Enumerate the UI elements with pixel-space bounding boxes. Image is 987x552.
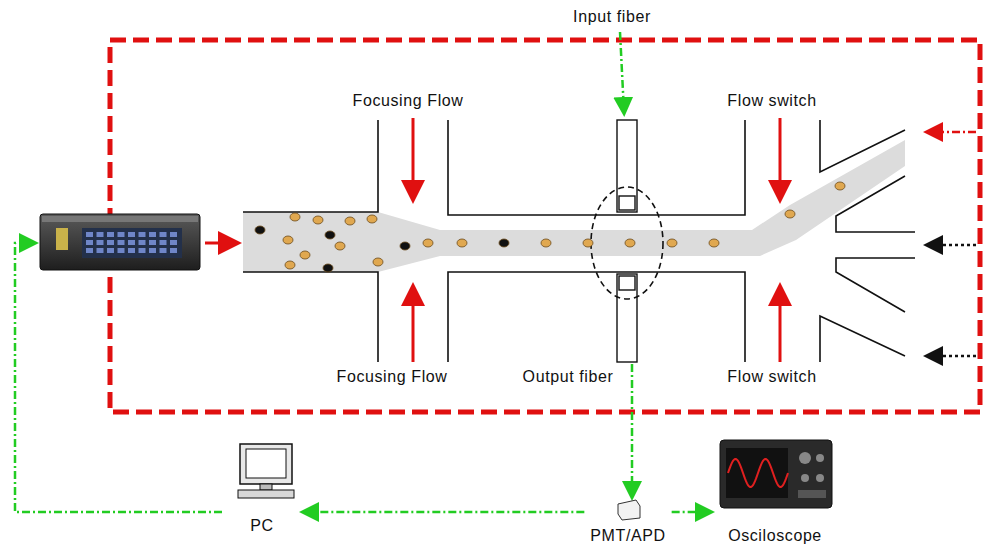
sample-stream xyxy=(243,140,905,272)
device-label: PC xyxy=(248,517,275,535)
particle xyxy=(373,258,383,266)
input-light xyxy=(620,32,624,112)
output-light xyxy=(631,364,634,496)
detector: PMT/APD xyxy=(584,500,671,545)
detection-region xyxy=(591,187,663,299)
particle xyxy=(835,182,845,190)
particle xyxy=(345,217,355,225)
signal-line xyxy=(304,511,584,514)
particle xyxy=(785,210,795,218)
part-label: Output fiber xyxy=(521,368,616,386)
outlet-arrow xyxy=(928,131,976,134)
channel-walls xyxy=(243,120,915,362)
device-label: Osciloscope xyxy=(726,527,824,545)
particle xyxy=(499,239,509,247)
device-label: PMT/APD xyxy=(588,527,667,545)
pump-controller xyxy=(40,214,200,270)
oscilloscope: Osciloscope xyxy=(712,432,838,545)
particle xyxy=(583,239,593,247)
pc-icon xyxy=(238,444,294,498)
oscilloscope-icon xyxy=(720,440,832,508)
outlet-arrow xyxy=(928,355,976,358)
particle xyxy=(290,213,300,221)
part-label: Flow switch xyxy=(725,368,818,386)
part-label: Focusing Flow xyxy=(335,368,450,386)
particle xyxy=(667,239,677,247)
particle xyxy=(335,242,345,250)
particle xyxy=(625,239,635,247)
particle xyxy=(325,231,335,239)
particle xyxy=(400,242,410,250)
particle xyxy=(300,251,310,259)
particle xyxy=(709,239,719,247)
control-line xyxy=(15,243,222,512)
particle xyxy=(423,239,433,247)
particle xyxy=(541,239,551,247)
part-label: Input fiber xyxy=(571,8,653,26)
particle xyxy=(323,264,333,272)
part-label: Focusing Flow xyxy=(351,92,466,110)
particle xyxy=(313,216,323,224)
optical-fiber xyxy=(617,120,637,362)
computer: PC xyxy=(222,440,302,535)
system-boundary xyxy=(110,40,980,412)
signal-line xyxy=(672,511,710,514)
particle xyxy=(283,236,293,244)
particle xyxy=(255,226,265,234)
particle xyxy=(367,215,377,223)
pmt-icon xyxy=(618,500,640,520)
outlet-arrow xyxy=(928,244,976,247)
particles xyxy=(255,182,845,272)
part-label: Flow switch xyxy=(725,92,818,110)
flow-arrows xyxy=(205,118,780,362)
particle xyxy=(457,239,467,247)
particle xyxy=(285,261,295,269)
